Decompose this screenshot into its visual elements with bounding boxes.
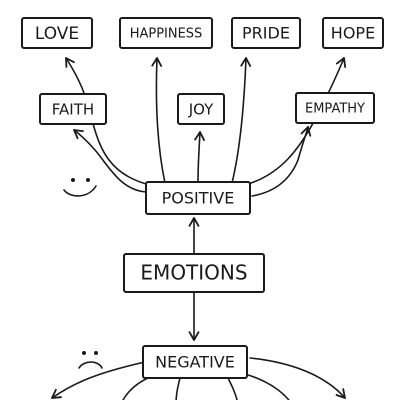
arrow-negative-center-right	[227, 377, 239, 405]
node-emotions: EMOTIONS	[123, 253, 265, 293]
node-love-label: LOVE	[35, 24, 79, 44]
node-joy: JOY	[177, 93, 225, 125]
node-emotions-label: EMOTIONS	[140, 261, 247, 285]
node-empathy: EMPATHY	[295, 92, 375, 124]
node-joy-label: JOY	[188, 101, 214, 119]
node-love: LOVE	[21, 17, 93, 49]
arrow-positive-to-happiness	[151, 57, 166, 184]
arrow-negative-far-left	[51, 361, 146, 399]
arrow-positive-to-joy	[194, 131, 205, 183]
smiley-face-icon	[63, 178, 97, 197]
arrow-negative-far-right	[249, 357, 346, 399]
sad-face-icon	[78, 351, 103, 369]
arrow-positive-to-empathy	[251, 126, 312, 197]
node-hope: HOPE	[322, 17, 384, 49]
node-pride-label: PRIDE	[242, 24, 290, 43]
node-positive: POSITIVE	[145, 181, 251, 215]
node-negative-label: NEGATIVE	[155, 353, 235, 372]
arrow-positive-to-faith	[73, 129, 147, 193]
node-empathy-label: EMPATHY	[305, 102, 365, 117]
node-happiness-label: HAPPINESS	[130, 27, 203, 42]
node-faith-label: FAITH	[52, 101, 94, 119]
arrow-negative-right	[244, 373, 293, 405]
node-negative: NEGATIVE	[142, 345, 248, 379]
node-positive-label: POSITIVE	[162, 189, 235, 208]
node-hope-label: HOPE	[331, 24, 375, 43]
node-happiness: HAPPINESS	[119, 17, 213, 49]
arrow-negative-center-left	[175, 377, 181, 405]
node-pride: PRIDE	[231, 17, 301, 49]
arrow-positive-to-pride	[231, 57, 252, 184]
node-faith: FAITH	[39, 93, 107, 125]
